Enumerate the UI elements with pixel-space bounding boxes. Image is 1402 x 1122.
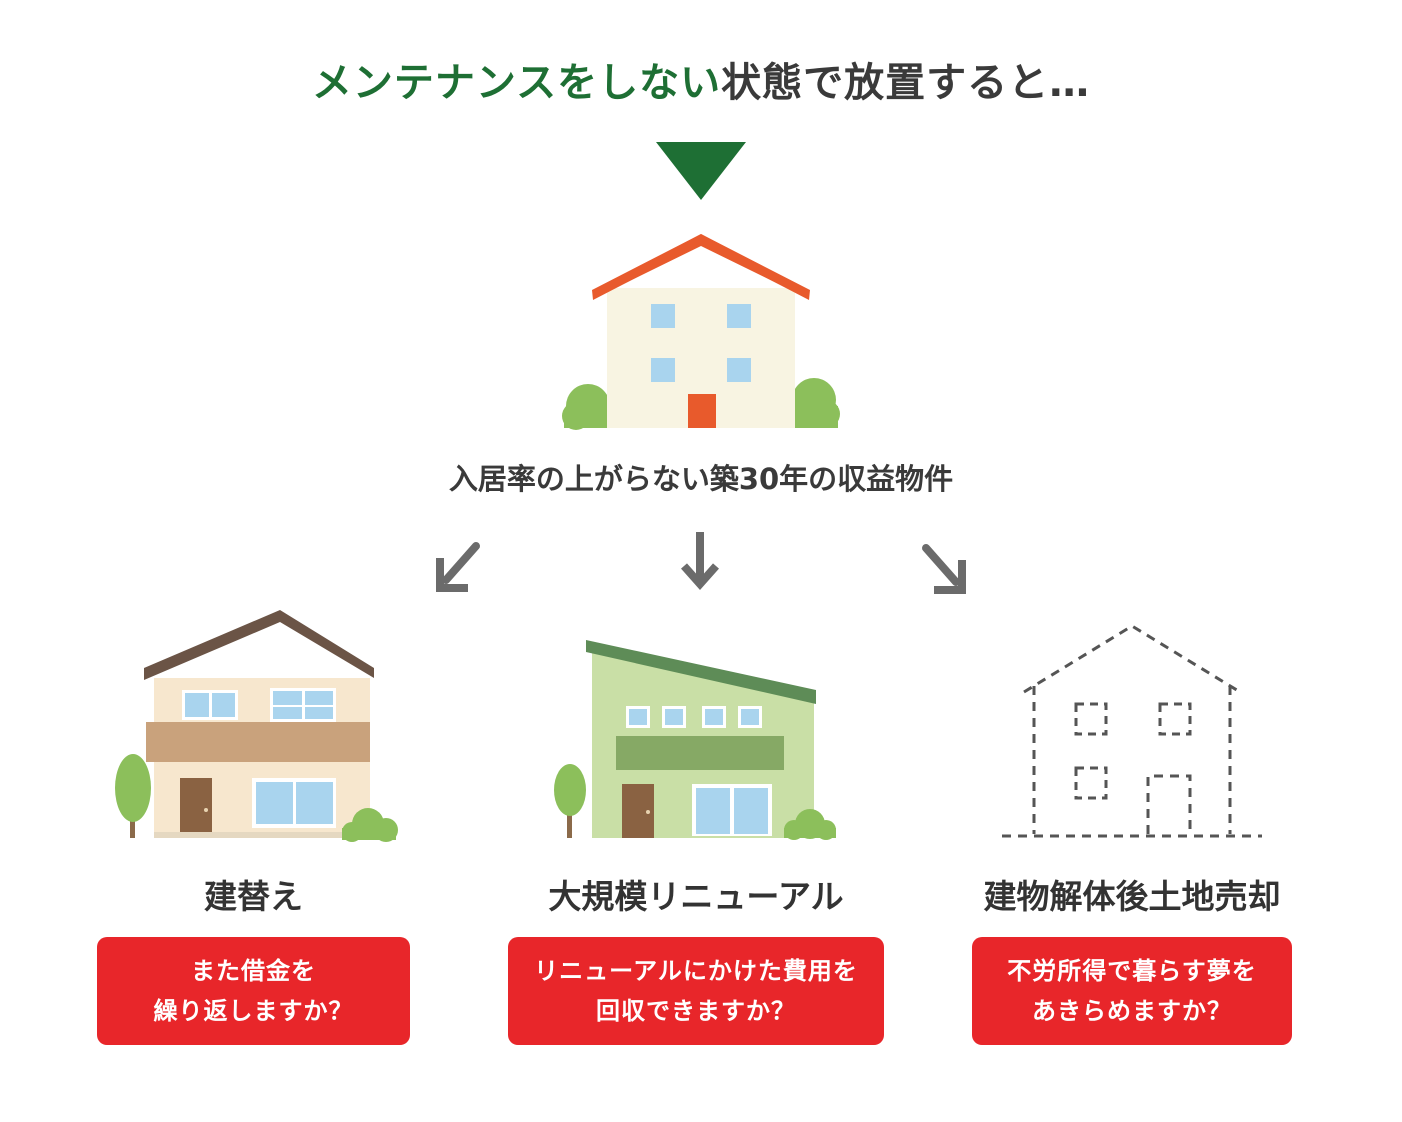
question-box-land-sale: 不労所得で暮らす夢を あきらめますか？ [972,937,1292,1045]
tree-icon [115,754,151,838]
arrow-down-right-icon [922,544,966,594]
tree-icon [554,764,586,838]
down-triangle-icon [656,142,746,200]
option-title-renovation: 大規模リニューアル [548,877,844,916]
rebuilt-house-illustration [115,610,398,842]
question-line: リニューアルにかけた費用を [534,957,858,985]
old-apartment-house-illustration [562,234,840,430]
center-property-label: 入居率の上がらない築30年の収益物件 [448,462,954,496]
bush-left-icon [562,384,610,430]
arrow-down-left-icon [436,542,480,592]
question-line: あきらめますか？ [1032,997,1232,1025]
headline-highlight: メンテナンスをしない [311,60,722,106]
bush-icon [342,808,398,842]
question-line: 繰り返しますか？ [153,997,354,1025]
option-title-land-sale: 建物解体後土地売却 [983,877,1281,916]
option-title-rebuild: 建替え [204,877,303,916]
question-line: また借金を [191,957,316,985]
question-box-rebuild: また借金を 繰り返しますか？ [97,937,410,1045]
arrow-down-icon [681,532,719,591]
headline-rest: 状態で放置すると… [721,60,1091,106]
renovated-house-illustration [554,640,836,840]
headline: メンテナンスをしない状態で放置すると… [0,50,1402,108]
question-box-renovation: リニューアルにかけた費用を 回収できますか？ [508,937,884,1045]
bush-right-icon [792,378,840,428]
question-line: 回収できますか？ [596,997,796,1025]
question-line: 不労所得で暮らす夢を [1007,957,1257,985]
demolished-house-outline-illustration [1002,624,1262,838]
bush-icon [784,809,836,840]
